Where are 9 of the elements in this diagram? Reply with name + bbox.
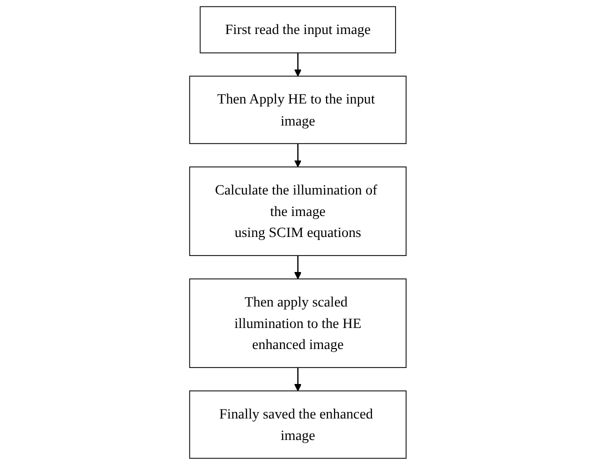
arrow (294, 256, 302, 280)
arrow (294, 368, 302, 392)
node-box: First read the input image (200, 6, 396, 54)
node-box: Then Apply HE to the input image (189, 76, 407, 144)
arrow (294, 52, 302, 77)
node-box: Finally saved the enhanced image (189, 390, 407, 459)
node-box: Then apply scaled illumination to the HE enhanced image (189, 278, 407, 368)
arrow (294, 144, 302, 168)
node-box: Calculate the illumination of the image using SCIM equations (189, 166, 407, 256)
